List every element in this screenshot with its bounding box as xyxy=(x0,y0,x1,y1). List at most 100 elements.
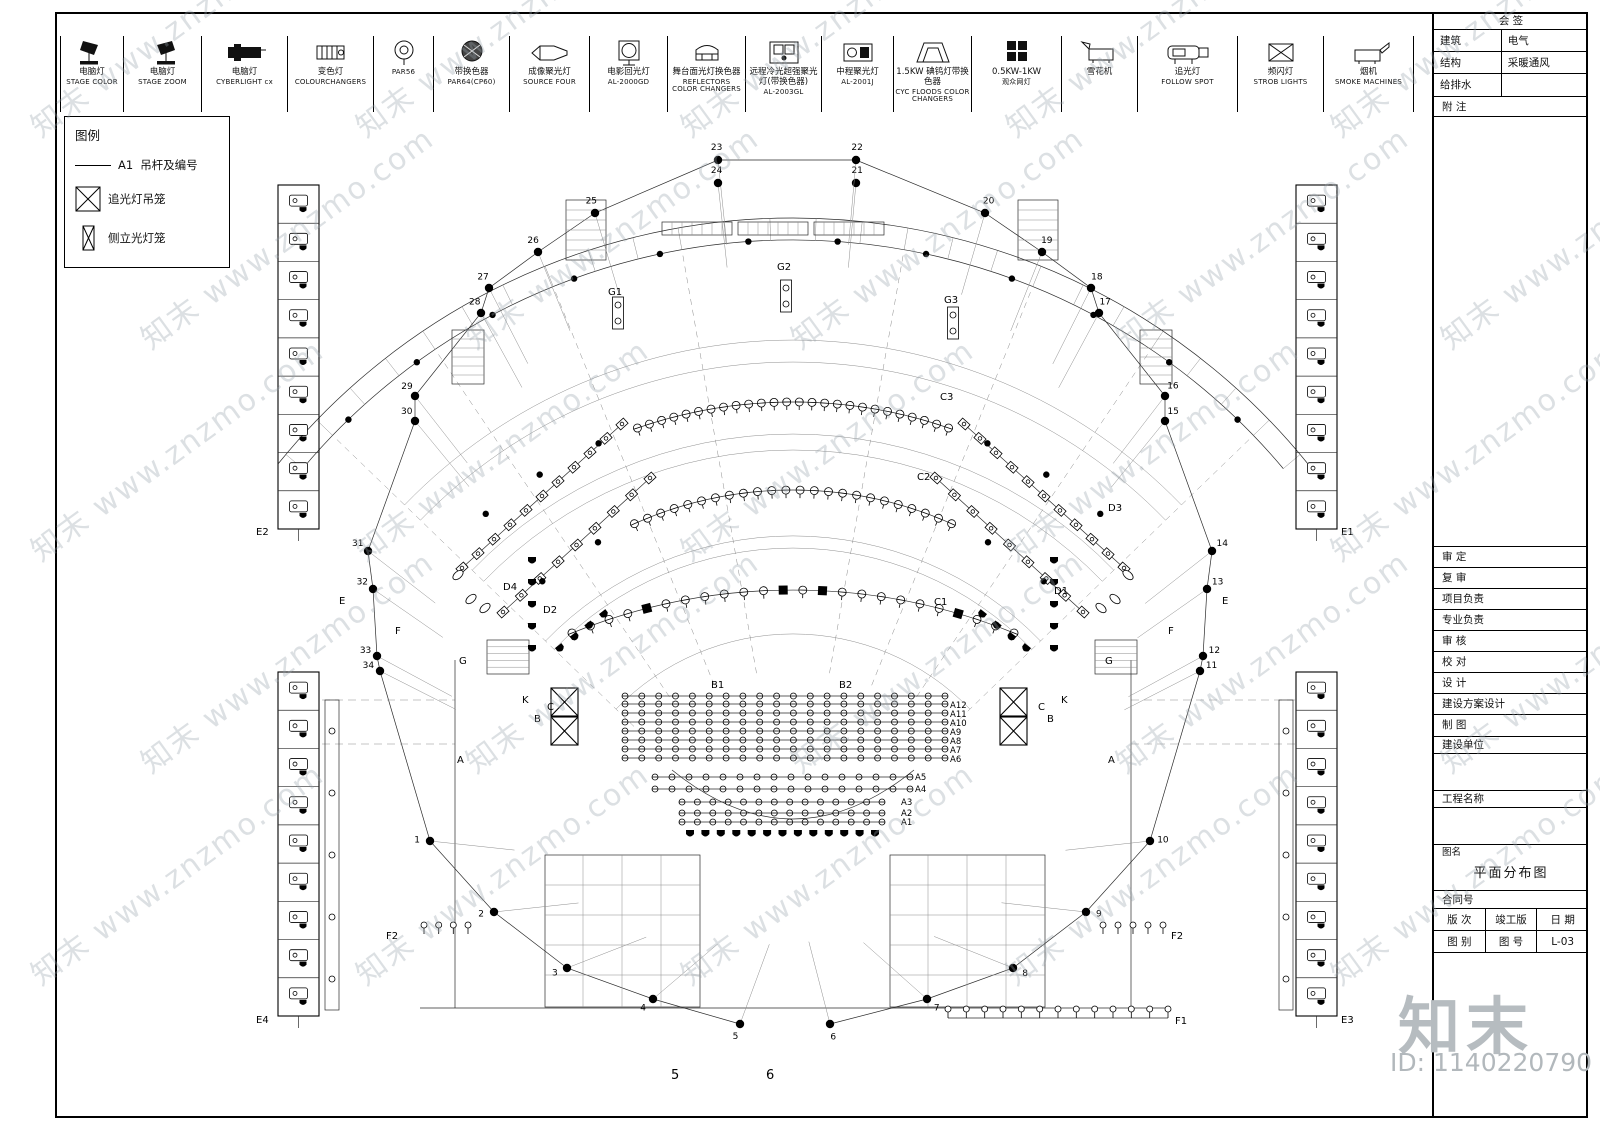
light-fixture-par2 xyxy=(863,818,870,826)
light-fixture-par2 xyxy=(924,692,932,700)
light-fixture-par2 xyxy=(756,709,764,717)
legend-item-cn: 舞台面光灯换色器 xyxy=(672,67,741,77)
position-number: 18 xyxy=(1091,272,1103,282)
version-value: 竣工版 xyxy=(1486,909,1538,930)
light-fixture-par2 xyxy=(840,718,848,726)
light-fixture-par2 xyxy=(889,785,897,793)
position-dot xyxy=(372,651,382,661)
light-fixture-tee xyxy=(420,921,428,934)
light-fixture-par2 xyxy=(722,700,730,708)
light-fixture-par2 xyxy=(655,692,663,700)
light-fixture-box xyxy=(984,521,998,535)
source-four-icon xyxy=(530,45,567,61)
legend-sidelight-cage-item: 侧立光灯笼 xyxy=(75,225,219,251)
light-fixture-tee xyxy=(449,921,457,934)
light-fixture-par2 xyxy=(672,745,679,753)
titleblock-sign-row: 复 审 xyxy=(1434,568,1588,589)
row-label: C xyxy=(1038,702,1045,713)
light-fixture-box xyxy=(973,431,987,445)
light-fixture-par xyxy=(731,400,741,414)
row-label: A12 xyxy=(950,701,967,711)
light-fixture-par xyxy=(907,504,917,517)
light-fixture-par2 xyxy=(755,809,763,817)
legend-item-cn: 电脑灯 xyxy=(149,67,176,77)
position-number: 10 xyxy=(1157,836,1169,846)
row-label: B xyxy=(1047,714,1054,725)
light-fixture-par2 xyxy=(739,736,747,744)
light-fixture-box xyxy=(487,532,501,546)
light-fixture-shield xyxy=(793,830,802,837)
light-fixture-par2 xyxy=(872,773,880,781)
light-fixture-par2 xyxy=(891,727,898,735)
light-fixture-box xyxy=(1053,503,1067,517)
light-fixture-par2 xyxy=(685,785,693,793)
light-fixture-par2 xyxy=(832,809,840,817)
position-number: 20 xyxy=(983,197,995,207)
light-fixture-gbox xyxy=(612,296,624,330)
legend-item-cn: 频闪灯 xyxy=(1267,67,1294,77)
light-fixture-par2 xyxy=(773,692,780,700)
position-dot xyxy=(980,208,990,218)
legend-item-en: CYBERLIGHT cx xyxy=(216,77,273,86)
light-fixture-par xyxy=(706,404,716,418)
light-fixture-par xyxy=(876,592,886,605)
light-fixture-par2 xyxy=(740,809,747,817)
light-fixture-par2 xyxy=(878,798,886,806)
signoff-section: 会 签 建筑电气 结构采暖通风 给排水 xyxy=(1434,12,1588,97)
light-fixture-sq xyxy=(778,585,788,595)
light-fixture-par2 xyxy=(857,718,865,726)
position-number: 27 xyxy=(477,272,488,282)
position-number: 34 xyxy=(363,661,375,671)
light-fixture-par2 xyxy=(817,818,824,826)
light-fixture-par xyxy=(832,399,842,413)
light-fixture-par2 xyxy=(840,745,848,753)
light-fixture-par2 xyxy=(891,709,898,717)
light-fixture-par2 xyxy=(817,809,824,817)
position-number: 26 xyxy=(527,236,539,246)
smoke-machine-icon xyxy=(1354,41,1389,64)
light-fixture-par2 xyxy=(924,709,932,717)
light-fixture-par2 xyxy=(694,798,701,806)
position-number: 6 xyxy=(830,1033,836,1043)
light-fixture-sq xyxy=(952,608,964,620)
legend-item-en: SOURCE FOUR xyxy=(523,77,576,86)
light-fixture-par2 xyxy=(878,809,886,817)
light-fixture-par2 xyxy=(755,798,763,806)
light-fixture-tee xyxy=(981,1005,989,1018)
light-fixture-tee xyxy=(1146,1005,1154,1018)
light-fixture-par2 xyxy=(790,709,797,717)
light-fixture-par2 xyxy=(773,745,780,753)
light-fixture-par2 xyxy=(804,785,812,793)
position-number: 2 xyxy=(478,909,484,919)
light-fixture-box xyxy=(1005,460,1019,474)
light-fixture-par2 xyxy=(857,736,865,744)
light-fixture-par2 xyxy=(786,818,794,826)
light-fixture-par2 xyxy=(907,754,915,762)
light-fixture-par2 xyxy=(756,736,764,744)
light-fixture-shield xyxy=(599,609,608,618)
light-fixture-par2 xyxy=(823,709,831,717)
row-label: F xyxy=(395,626,401,637)
legend-item-en: CYC FLOODS COLOR CHANGERS xyxy=(895,87,970,104)
light-fixture-par2 xyxy=(739,745,747,753)
version-row: 版 次 竣工版 日 期 xyxy=(1434,909,1588,931)
row-label: E2 xyxy=(256,527,269,538)
light-fixture-par2 xyxy=(847,798,855,806)
light-fixture-par2 xyxy=(823,727,831,735)
light-fixture-box xyxy=(1037,489,1051,503)
light-fixture-par2 xyxy=(855,773,863,781)
light-fixture-par2 xyxy=(863,809,870,817)
legend-item-en: STAGE COLOR xyxy=(66,77,118,86)
legend-item-long-throw-spot: 远程冷光超强聚光灯(带换色器)AL-2003GL xyxy=(746,36,822,112)
titleblock-sign-row: 审 核 xyxy=(1434,631,1588,652)
light-fixture-par2 xyxy=(840,700,848,708)
row-label: D3 xyxy=(1108,503,1122,514)
light-fixture-par xyxy=(795,485,805,499)
light-fixture-box xyxy=(643,471,657,485)
legend-item-cn: 电影回光灯 xyxy=(607,67,650,77)
light-fixture-tee xyxy=(1036,1005,1044,1018)
